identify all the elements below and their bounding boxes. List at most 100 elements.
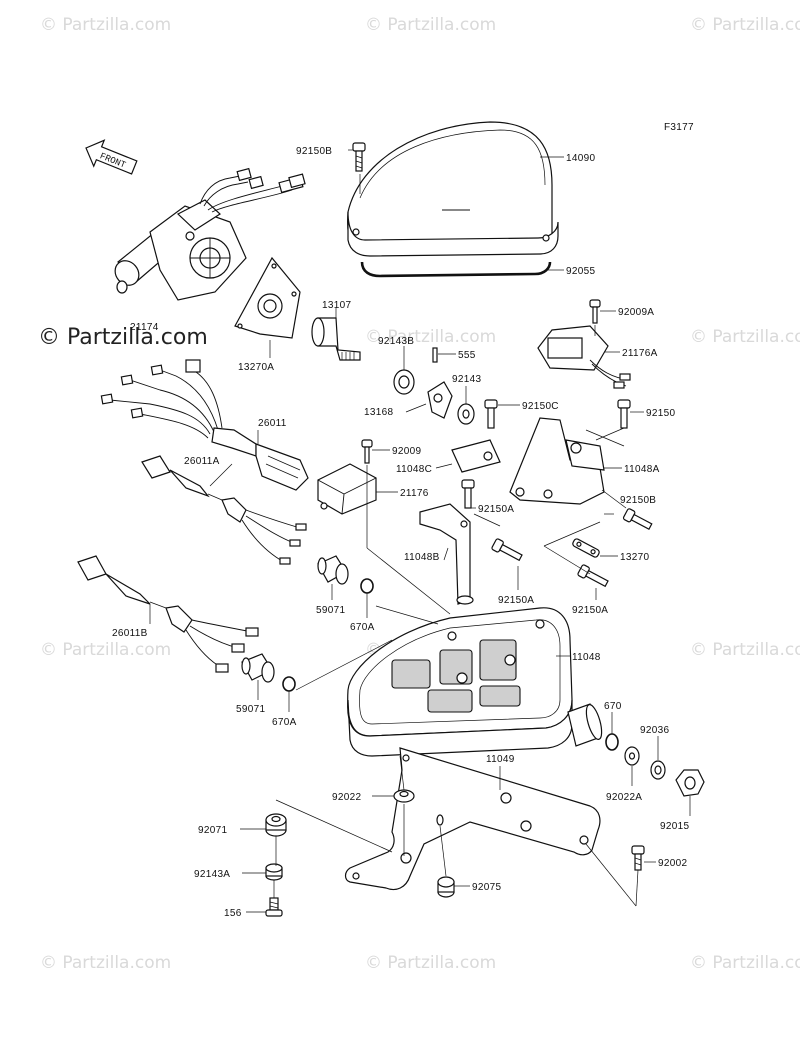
harness-26011A <box>141 455 307 565</box>
label-92022A: 92022A <box>606 792 642 803</box>
grommet-59071-upper <box>317 555 349 585</box>
label-92022: 92022 <box>332 792 361 803</box>
label-670A-2: 670A <box>272 717 297 728</box>
watermark-prominent: © Partzilla.com <box>38 325 208 350</box>
label-92143A: 92143A <box>194 869 230 880</box>
label-92009A: 92009A <box>618 307 654 318</box>
label-555: 555 <box>458 350 476 361</box>
label-92150A-2: 92150A <box>498 595 534 606</box>
label-21176A: 21176A <box>622 348 658 359</box>
label-13107: 13107 <box>322 300 351 311</box>
switch-21176A <box>537 325 631 389</box>
link-13270 <box>572 538 600 558</box>
bolt-92002 <box>631 845 645 871</box>
label-670A-1: 670A <box>350 622 375 633</box>
oring-670A-lower <box>282 676 296 692</box>
label-26011A: 26011A <box>184 456 220 467</box>
label-670: 670 <box>604 701 622 712</box>
watermark-mid-center: © Partzilla.com <box>365 327 496 347</box>
bracket-11048C <box>451 439 501 473</box>
lockwasher-92036 <box>650 760 666 780</box>
label-92150B: 92150B <box>296 146 332 157</box>
label-156: 156 <box>224 908 242 919</box>
spacer-92143B <box>393 369 415 395</box>
watermark-bottom-right: © Partzilla.com <box>690 953 800 973</box>
grommet-92022 <box>393 789 415 803</box>
bolt-92009 <box>361 439 373 464</box>
bolt-92150 <box>617 399 631 429</box>
grommet-92075 <box>437 876 455 898</box>
spacer-92143A <box>265 863 283 881</box>
label-11048C: 11048C <box>396 464 432 475</box>
grommet-59071-lower <box>241 653 275 683</box>
watermark-mid-right: © Partzilla.com <box>690 327 800 347</box>
bolt-92150A-mid-lower <box>491 538 523 562</box>
label-92055: 92055 <box>566 266 595 277</box>
label-13270A: 13270A <box>238 362 274 373</box>
leader-lines <box>149 149 691 913</box>
case-11048 <box>347 607 603 757</box>
label-26011: 26011 <box>258 418 287 429</box>
watermark-bottom-center: © Partzilla.com <box>365 953 496 973</box>
nut-92015 <box>675 769 705 797</box>
cover-14090 <box>347 121 559 257</box>
washer-92022A <box>624 746 640 766</box>
label-92015: 92015 <box>660 821 689 832</box>
label-11048: 11048 <box>572 652 601 663</box>
pin-555 <box>432 347 438 363</box>
label-92150C: 92150C <box>522 401 559 412</box>
bolt-156 <box>265 897 283 917</box>
oring-670A-upper <box>360 578 374 594</box>
bolt-92150B-top <box>352 142 366 172</box>
bolt-92150A-middle <box>461 479 475 509</box>
label-92071: 92071 <box>198 825 227 836</box>
watermark-bottom-left: © Partzilla.com <box>40 953 171 973</box>
motor-21174 <box>114 167 306 301</box>
grommet-92071 <box>265 813 287 837</box>
label-92143: 92143 <box>452 374 481 385</box>
label-92150A-1: 92150A <box>478 504 514 515</box>
plate-13270A <box>234 256 301 339</box>
module-21176 <box>317 463 377 515</box>
label-92150: 92150 <box>646 408 675 419</box>
label-92009: 92009 <box>392 446 421 457</box>
label-11049: 11049 <box>486 754 515 765</box>
label-21176: 21176 <box>400 488 429 499</box>
front-arrow-icon: FRONT <box>85 139 138 175</box>
label-11048A: 11048A <box>624 464 660 475</box>
label-21174: 21174 <box>130 322 159 333</box>
shaft-13107 <box>311 317 361 361</box>
harness-26011 <box>100 359 309 491</box>
watermark-top-right: © Partzilla.com <box>690 15 800 35</box>
bolt-92009A <box>589 299 601 324</box>
figure-code: F3177 <box>664 122 694 133</box>
harness-26011B <box>77 555 259 673</box>
label-26011B: 26011B <box>112 628 148 639</box>
bracket-11048A <box>509 417 605 505</box>
arm-11048B <box>419 503 474 605</box>
washer-92143 <box>457 403 475 425</box>
bolt-92150B-right <box>622 508 653 531</box>
label-92143B: 92143B <box>378 336 414 347</box>
label-59071-1: 59071 <box>316 605 345 616</box>
watermark-low-right: © Partzilla.com <box>690 640 800 660</box>
label-14090: 14090 <box>566 153 595 164</box>
label-92036: 92036 <box>640 725 669 736</box>
plate-11049 <box>344 747 601 891</box>
label-92075: 92075 <box>472 882 501 893</box>
watermark-low-left: © Partzilla.com <box>40 640 171 660</box>
label-11048B: 11048B <box>404 552 440 563</box>
lever-13168 <box>427 381 453 419</box>
label-92150B-2: 92150B <box>620 495 656 506</box>
watermark-top-left: © Partzilla.com <box>40 15 171 35</box>
label-13168: 13168 <box>364 407 393 418</box>
label-59071-2: 59071 <box>236 704 265 715</box>
part-labels: 92150B 14090 92055 92009A 21176A 13107 2… <box>112 146 689 919</box>
oring-670 <box>605 733 619 751</box>
bolt-92150C <box>484 399 498 429</box>
seal-92055 <box>360 261 552 278</box>
bolt-92150A-lower <box>577 564 609 588</box>
watermark-top-center: © Partzilla.com <box>365 15 496 35</box>
label-92150A-3: 92150A <box>572 605 608 616</box>
